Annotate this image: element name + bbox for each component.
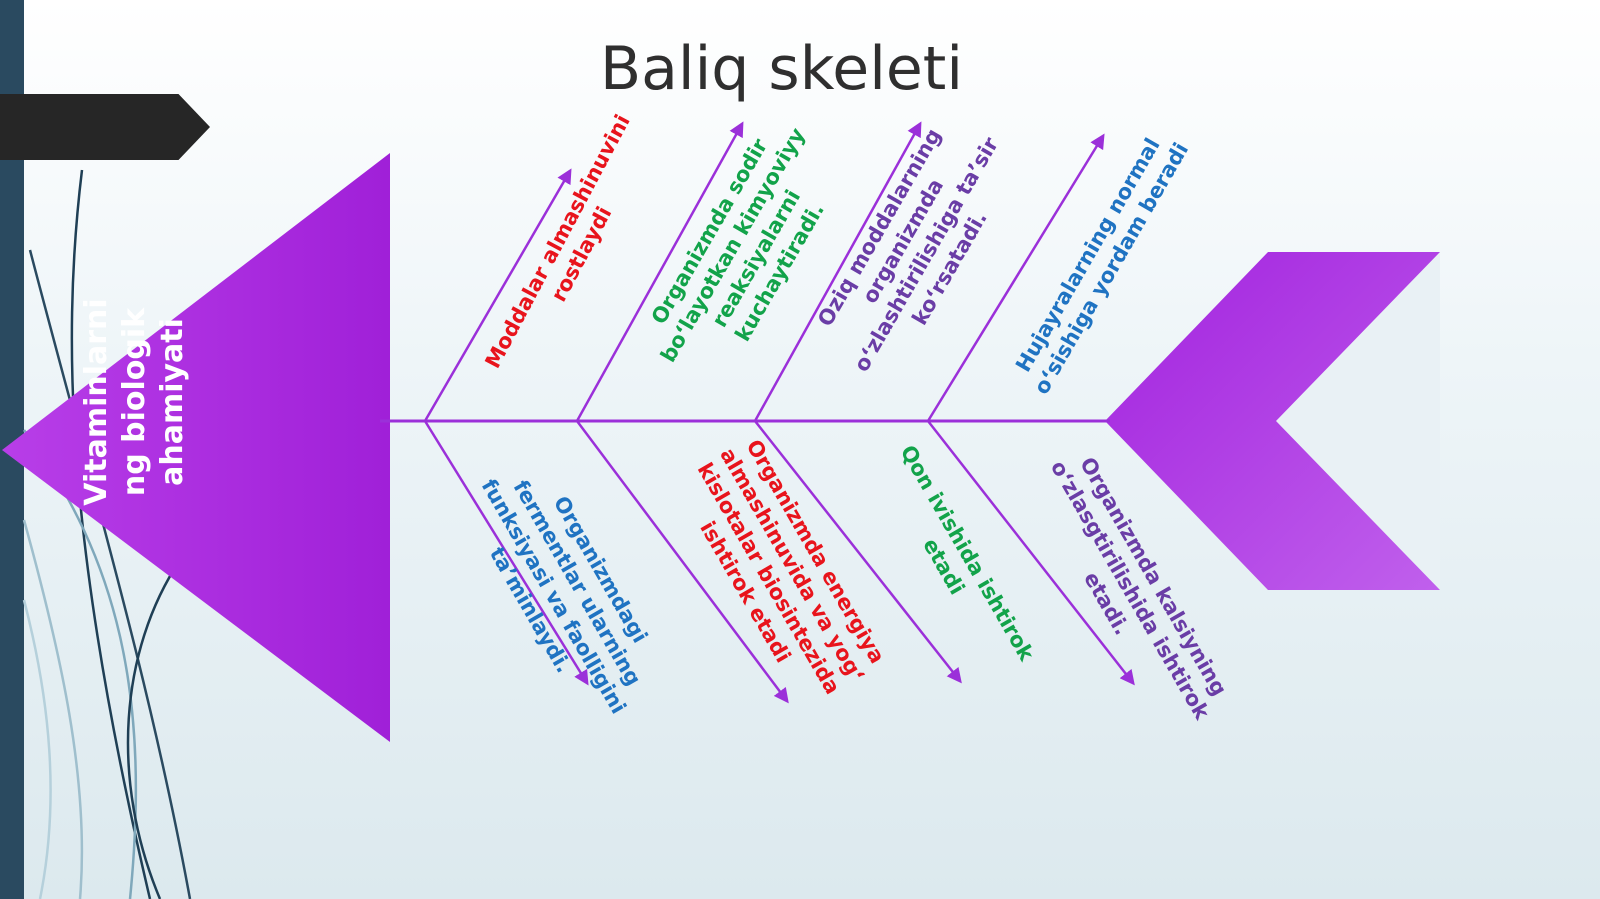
bottom-branch-line xyxy=(423,420,589,686)
curve-line xyxy=(126,559,182,899)
top-branch-line xyxy=(423,168,572,422)
fish-tail-chevron xyxy=(1105,252,1440,590)
curve-line xyxy=(22,599,52,899)
title-tab-shape xyxy=(0,94,210,160)
curve-line xyxy=(28,249,192,899)
curve-line xyxy=(22,519,84,899)
top-branch-line xyxy=(926,133,1105,422)
slide-title: Baliq skeleti xyxy=(600,34,963,104)
bottom-branch-line xyxy=(754,420,962,684)
tail-notch xyxy=(1276,252,1440,590)
bottom-branch-line xyxy=(576,420,789,704)
head-label: Vitaminlarni ng biologik ahamiyati xyxy=(79,298,190,506)
bottom-branch-line xyxy=(927,420,1135,686)
top-branch-line xyxy=(753,121,922,422)
top-branch-line xyxy=(575,121,744,422)
fish-head-triangle xyxy=(2,153,390,742)
